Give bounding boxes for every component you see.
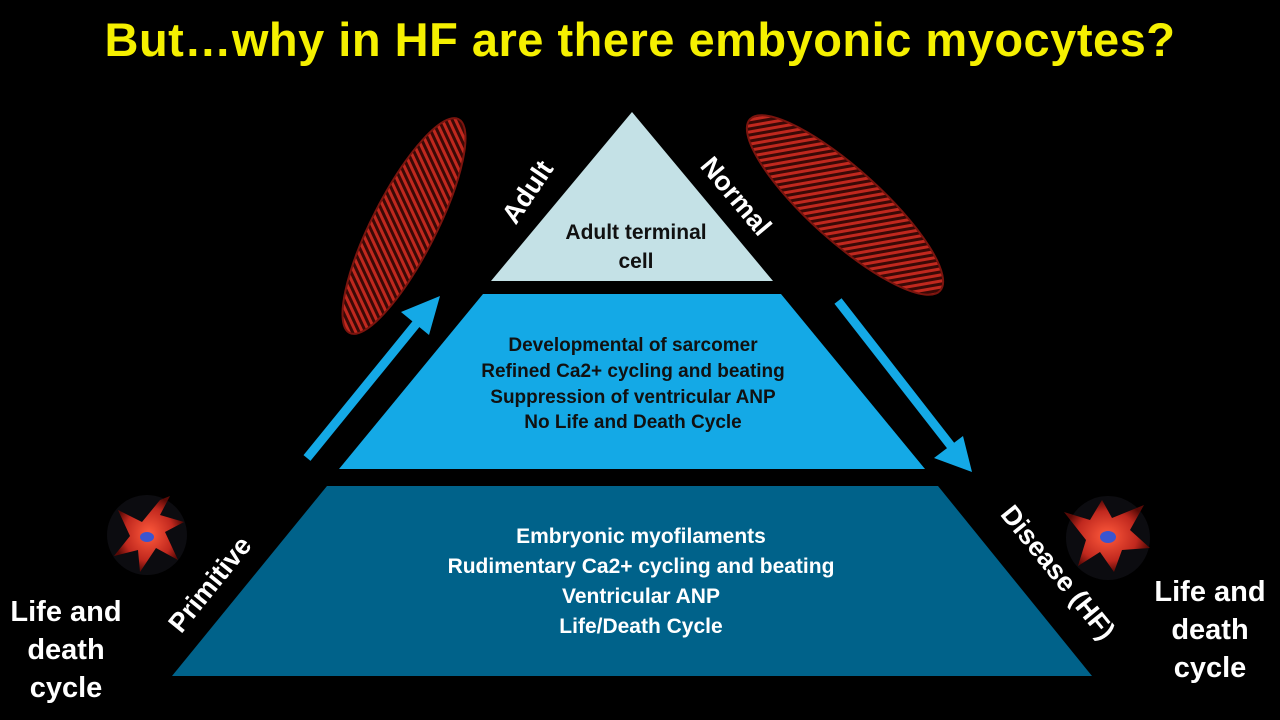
bottom-tier-line: Ventricular ANP (562, 585, 720, 608)
pyramid-top-tier (491, 112, 773, 281)
adult-myocyte-image-left (341, 117, 467, 335)
top-tier-line: Adult terminal (565, 221, 706, 244)
middle-tier-text: Developmental of sarcomer Refined Ca2+ c… (481, 335, 785, 433)
pyramid-bottom-tier (172, 486, 1092, 676)
adult-myocyte-image-right (745, 114, 945, 296)
middle-tier-line: Refined Ca2+ cycling and beating (481, 361, 785, 382)
middle-tier-line: Suppression of ventricular ANP (490, 387, 776, 408)
bottom-tier-line: Life/Death Cycle (559, 615, 722, 638)
left-side-caption: Life and death cycle (10, 596, 122, 704)
middle-tier-line: No Life and Death Cycle (524, 412, 742, 433)
slide-title: But…why in HF are there embyonic myocyte… (104, 13, 1176, 66)
pyramid-middle-tier (339, 294, 925, 469)
bottom-tier-text: Embryonic myofilaments Rudimentary Ca2+ … (448, 525, 835, 638)
arrow-up-left (303, 296, 440, 461)
embryonic-cell-image-left (107, 495, 187, 575)
bottom-tier-line: Rudimentary Ca2+ cycling and beating (448, 555, 835, 578)
embryonic-cell-image-right (1064, 496, 1150, 580)
middle-tier-line: Developmental of sarcomer (508, 335, 758, 356)
top-tier-line: cell (618, 250, 653, 273)
arrow-down-right (834, 298, 972, 472)
bottom-tier-line: Embryonic myofilaments (516, 525, 766, 548)
top-tier-text: Adult terminal cell (565, 221, 706, 273)
right-side-caption: Life and death cycle (1154, 576, 1266, 684)
